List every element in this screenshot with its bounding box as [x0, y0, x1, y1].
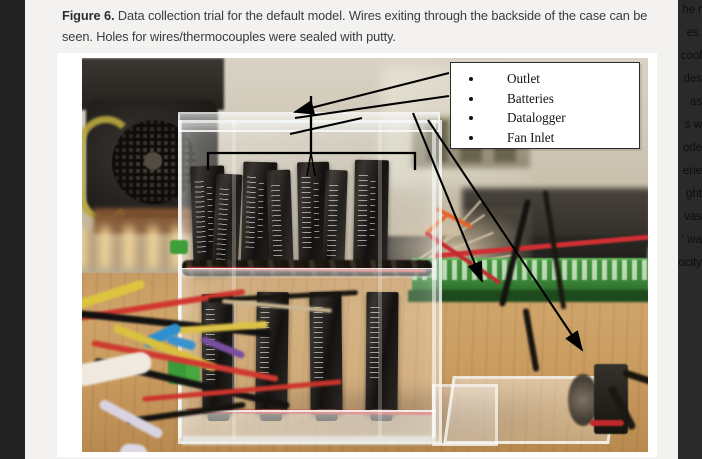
datalogger-base: [408, 290, 648, 302]
battery-top-3b: [322, 169, 348, 269]
clipped-text-line: vas: [684, 211, 702, 223]
battery-top-1b: [211, 173, 243, 273]
fan-red-wire: [590, 420, 624, 426]
clipped-text-line: ode: [682, 142, 702, 154]
green-connector: [170, 240, 188, 254]
clipped-text-line: s w: [684, 119, 702, 131]
duct-elbow: [432, 384, 498, 446]
callout-box: Outlet Batteries Datalogger Fan Inlet: [450, 62, 640, 149]
figure-caption: Figure 6. Data collection trial for the …: [62, 6, 654, 47]
clipped-text-line: des: [683, 73, 702, 85]
callout-item-batteries: Batteries: [451, 89, 639, 109]
clipped-text-line: cool: [680, 50, 702, 62]
battery-top-4: [353, 159, 389, 271]
clipped-text-line: es.: [686, 27, 702, 39]
battery-bottom-4: [365, 291, 399, 422]
blower-hub: [144, 152, 162, 170]
callout-list: Outlet Batteries Datalogger Fan Inlet: [451, 63, 639, 147]
case-edge-inner-right: [378, 120, 382, 438]
case-foot: [182, 436, 432, 445]
fan-blades: [568, 374, 598, 426]
blower-cable: [82, 116, 134, 222]
callout-item-fan-inlet: Fan Inlet: [451, 128, 639, 148]
callout-item-outlet: Outlet: [451, 69, 639, 89]
battery-top-2b: [266, 169, 294, 271]
callout-item-datalogger: Datalogger: [451, 108, 639, 128]
case-shelf: [181, 268, 433, 278]
datalogger-terminals: [412, 260, 648, 280]
left-chrome-strip: [0, 0, 25, 459]
clipped-text-line: he r: [682, 4, 702, 16]
case-edge-right: [432, 120, 436, 438]
case-edge-left: [178, 120, 182, 438]
clipped-text-line: ' wa: [681, 234, 702, 246]
clipped-text-line: erie: [682, 165, 702, 177]
right-chrome-strip: he r es. cool des as s w ode erie ght va…: [678, 0, 702, 459]
clipped-text-line: ght: [686, 188, 702, 200]
figure-caption-text: Data collection trial for the default mo…: [62, 8, 648, 44]
clipped-text-line: as: [689, 96, 702, 108]
figure-label: Figure 6.: [62, 8, 115, 23]
case-edge-inner-left: [232, 120, 236, 438]
clipped-text-line: ocity: [678, 257, 702, 269]
